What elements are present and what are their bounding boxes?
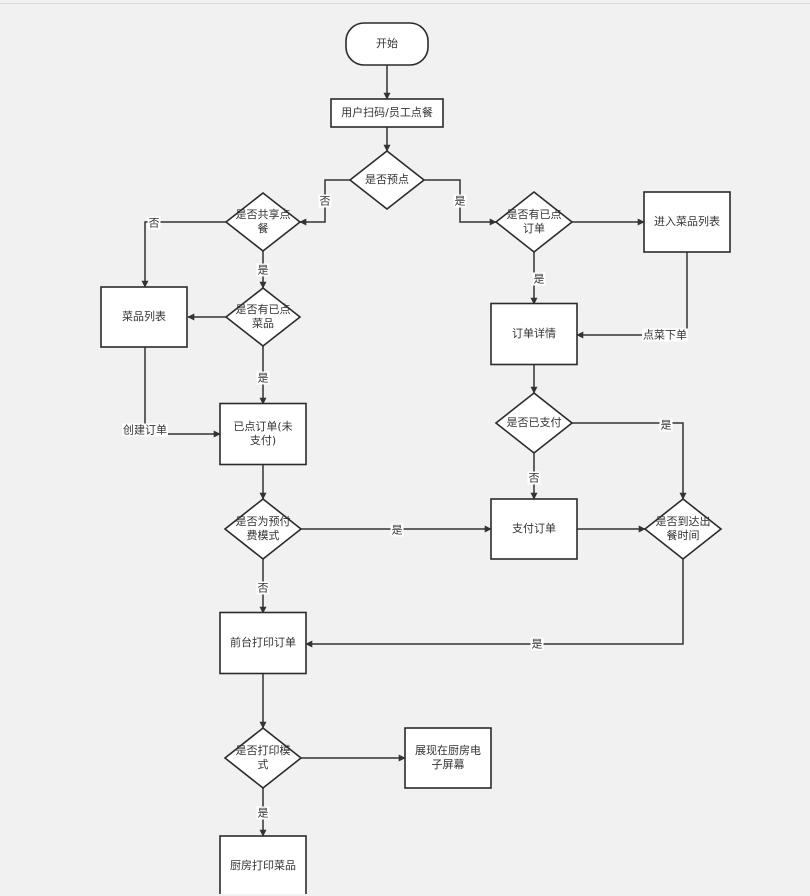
edge-is-shared-to-dish-list[interactable] bbox=[141, 221, 226, 288]
node-is-serving-time-shape[interactable] bbox=[643, 497, 723, 561]
edge-label-is-serving-time-to-front-print: 是 bbox=[530, 637, 544, 651]
edge-label-is-shared-to-dish-list: 否 bbox=[147, 216, 161, 230]
node-has-order-shape[interactable] bbox=[494, 190, 574, 254]
node-has-ordered-dishes-shape[interactable] bbox=[224, 286, 302, 348]
edge-dish-list-to-ordered-unpaid[interactable] bbox=[144, 347, 221, 438]
edge-label-is-prepay-mode-to-pay-order: 是 bbox=[390, 523, 404, 537]
node-is-preorder-shape[interactable] bbox=[348, 149, 426, 211]
edge-label-is-print-mode-to-kitchen-print: 是 bbox=[256, 806, 270, 820]
node-kitchen-screen-shape[interactable] bbox=[404, 727, 492, 789]
edge-label-has-ordered-dishes-to-ordered-unpaid: 是 bbox=[256, 371, 270, 385]
edge-label-dish-list-to-ordered-unpaid: 创建订单 bbox=[122, 423, 168, 437]
node-is-prepay-mode-shape[interactable] bbox=[223, 497, 303, 561]
node-is-print-mode-shape[interactable] bbox=[223, 726, 303, 790]
node-pay-order-shape[interactable] bbox=[490, 498, 578, 560]
edge-label-is-shared-to-has-ordered-dishes: 是 bbox=[256, 263, 270, 277]
node-dish-list-shape[interactable] bbox=[100, 286, 188, 348]
node-ordered-unpaid-shape[interactable] bbox=[219, 402, 307, 466]
node-start-shape[interactable] bbox=[345, 22, 429, 66]
node-order-detail-shape[interactable] bbox=[490, 302, 578, 366]
edge-label-is-preorder-to-is-shared: 否 bbox=[318, 194, 332, 208]
edge-is-paid-to-is-serving-time[interactable] bbox=[572, 422, 687, 500]
edge-is-serving-time-to-front-print[interactable] bbox=[305, 559, 684, 648]
edge-label-is-preorder-to-has-order: 是 bbox=[453, 194, 467, 208]
node-kitchen-print-shape[interactable] bbox=[219, 835, 307, 894]
edge-label-enter-dish-list-to-order-detail: 点菜下单 bbox=[642, 328, 688, 342]
node-scan-order-shape[interactable] bbox=[330, 98, 444, 128]
canvas-top-border bbox=[0, 3, 810, 4]
edge-enter-dish-list-to-order-detail[interactable] bbox=[576, 252, 688, 339]
node-enter-dish-list-shape[interactable] bbox=[643, 191, 731, 253]
node-front-print-shape[interactable] bbox=[219, 611, 307, 675]
edge-label-is-prepay-mode-to-front-print: 否 bbox=[256, 581, 270, 595]
edge-label-is-paid-to-is-serving-time: 是 bbox=[659, 418, 673, 432]
edge-label-has-order-to-order-detail: 是 bbox=[532, 272, 546, 286]
node-is-paid-shape[interactable] bbox=[494, 391, 574, 455]
edge-label-is-paid-to-pay-order: 否 bbox=[527, 471, 541, 485]
node-is-shared-shape[interactable] bbox=[224, 191, 302, 253]
